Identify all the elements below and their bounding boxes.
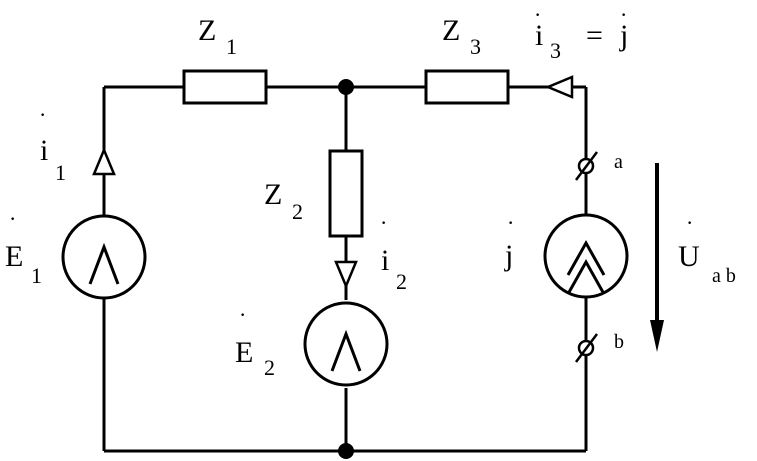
voltage-source-e2 [303, 301, 389, 387]
impedance-z2 [328, 149, 364, 238]
label-i3-dot: · [534, 2, 541, 27]
label-j-src-dot: · [507, 210, 514, 235]
current-arrow-i2 [334, 260, 358, 290]
current-arrow-i1 [92, 146, 116, 176]
voltage-source-e1 [61, 214, 147, 300]
label-i1-sub: 1 [55, 160, 66, 185]
label-i3: i [535, 19, 543, 52]
label-i3-equals: = [586, 19, 603, 52]
label-uab-dot: · [686, 210, 693, 235]
label-node-b: b [614, 331, 624, 353]
label-j-src: j [504, 239, 513, 272]
node-top [338, 79, 354, 95]
current-arrow-i3 [544, 75, 574, 99]
label-j-top-dot: · [620, 2, 627, 27]
label-z1-sub: 1 [226, 34, 237, 59]
label-e1: E [5, 240, 23, 273]
label-e1-sub: 1 [31, 263, 42, 288]
label-uab-sub: a b [712, 265, 736, 287]
label-j-top: j [619, 19, 628, 52]
terminal-a [575, 151, 598, 181]
label-i2-dot: · [380, 210, 387, 235]
label-z3-sub: 3 [470, 34, 481, 59]
impedance-z1 [182, 69, 268, 105]
label-i1-dot: · [39, 102, 46, 127]
label-e2-sub: 2 [264, 355, 275, 380]
node-bottom [338, 443, 354, 459]
label-i2-sub: 2 [396, 269, 407, 294]
label-z2: Z [264, 178, 282, 211]
label-z1: Z [198, 14, 216, 47]
label-i2: i [381, 244, 389, 277]
label-i1: i [40, 134, 48, 167]
label-e2-dot: · [239, 302, 246, 327]
terminal-b [575, 333, 598, 363]
label-node-a: a [614, 151, 623, 173]
label-e1-dot: · [9, 206, 16, 231]
impedance-z3 [424, 69, 510, 105]
label-e2: E [235, 336, 253, 369]
label-i3-sub: 3 [550, 38, 561, 63]
label-z3: Z [442, 14, 460, 47]
voltage-arrow-uab [650, 163, 664, 352]
label-uab: U [678, 240, 700, 273]
current-source-j [543, 213, 629, 299]
label-z2-sub: 2 [292, 199, 303, 224]
